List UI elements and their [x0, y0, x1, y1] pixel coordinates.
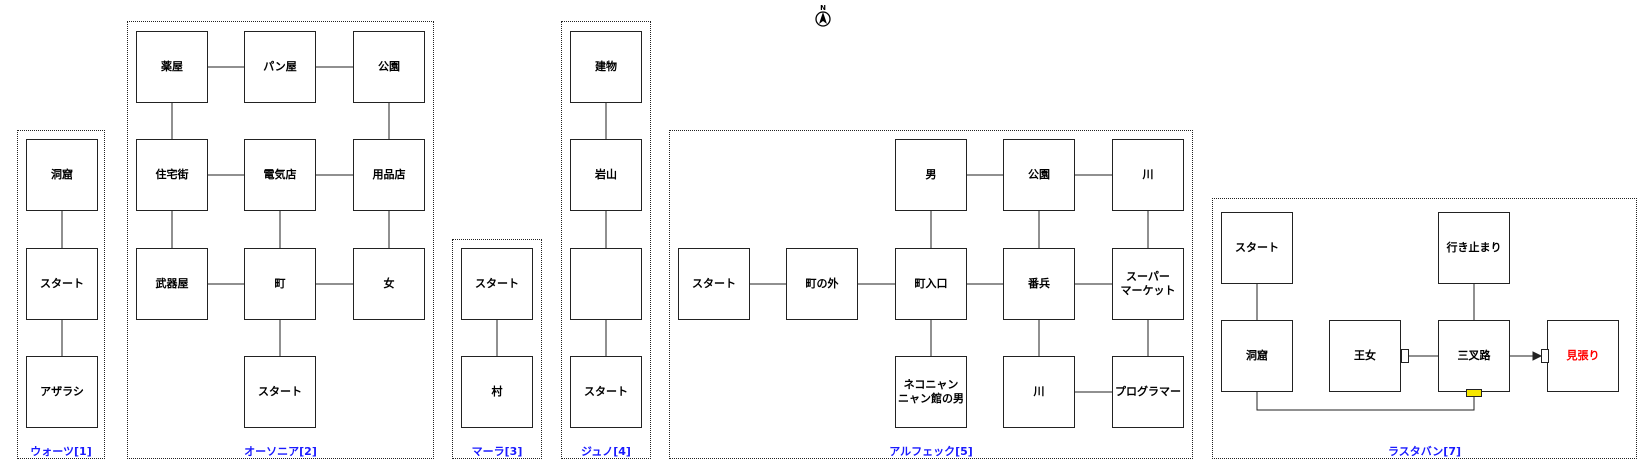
room-node[interactable]: 洞窟: [26, 139, 98, 211]
room-node[interactable]: 建物: [570, 31, 642, 103]
arrow-head-icon: [1532, 351, 1543, 361]
room-node[interactable]: [570, 248, 642, 320]
connector-line: [1256, 392, 1475, 411]
room-node[interactable]: アザラシ: [26, 356, 98, 428]
room-node[interactable]: 王女: [1329, 320, 1401, 392]
room-node[interactable]: スタート: [26, 248, 98, 320]
room-node[interactable]: 町: [244, 248, 316, 320]
room-node[interactable]: スタート: [461, 248, 533, 320]
room-node[interactable]: スタート: [570, 356, 642, 428]
north-compass-icon: N: [812, 2, 834, 28]
room-node[interactable]: 薬屋: [136, 31, 208, 103]
region-label: アルフェック[5]: [889, 445, 973, 458]
room-node[interactable]: 武器屋: [136, 248, 208, 320]
region-label: オーソニア[2]: [244, 445, 317, 458]
region-rastaban: ラスタバン[7]: [1212, 198, 1637, 459]
compass-label: N: [820, 4, 826, 12]
room-node[interactable]: 公園: [353, 31, 425, 103]
room-node[interactable]: 三叉路: [1438, 320, 1510, 392]
room-node[interactable]: 川: [1112, 139, 1184, 211]
room-node[interactable]: スタート: [678, 248, 750, 320]
room-node[interactable]: 町の外: [786, 248, 858, 320]
region-label: マーラ[3]: [471, 445, 523, 458]
region-juno: ジュノ[4]: [561, 21, 651, 459]
room-node[interactable]: 村: [461, 356, 533, 428]
region-label: ジュノ[4]: [581, 445, 631, 458]
door-marker: [1401, 349, 1409, 363]
room-node[interactable]: 住宅街: [136, 139, 208, 211]
room-node[interactable]: スタート: [1221, 212, 1293, 284]
region-orsonia: オーソニア[2]: [127, 21, 434, 459]
region-alphec: アルフェック[5]: [669, 130, 1193, 459]
room-node[interactable]: 男: [895, 139, 967, 211]
room-node[interactable]: 用品店: [353, 139, 425, 211]
room-node[interactable]: スタート: [244, 356, 316, 428]
room-node[interactable]: パン屋: [244, 31, 316, 103]
region-wortz: ウォーツ[1]: [17, 130, 105, 459]
room-node[interactable]: 町入口: [895, 248, 967, 320]
room-node[interactable]: 行き止まり: [1438, 212, 1510, 284]
room-node[interactable]: 公園: [1003, 139, 1075, 211]
room-node[interactable]: 川: [1003, 356, 1075, 428]
room-node[interactable]: ネコニャン ニャン館の男: [895, 356, 967, 428]
locked-door-marker: [1466, 389, 1482, 397]
room-node[interactable]: 女: [353, 248, 425, 320]
room-node[interactable]: 番兵: [1003, 248, 1075, 320]
room-node[interactable]: プログラマー: [1112, 356, 1184, 428]
room-node[interactable]: 岩山: [570, 139, 642, 211]
door-marker: [1541, 349, 1549, 363]
room-node[interactable]: スーパー マーケット: [1112, 248, 1184, 320]
room-node-lookout[interactable]: 見張り: [1547, 320, 1619, 392]
room-node[interactable]: 洞窟: [1221, 320, 1293, 392]
region-label: ラスタバン[7]: [1387, 445, 1462, 458]
region-mara: マーラ[3]: [452, 239, 542, 459]
room-node[interactable]: 電気店: [244, 139, 316, 211]
region-label: ウォーツ[1]: [30, 445, 92, 458]
